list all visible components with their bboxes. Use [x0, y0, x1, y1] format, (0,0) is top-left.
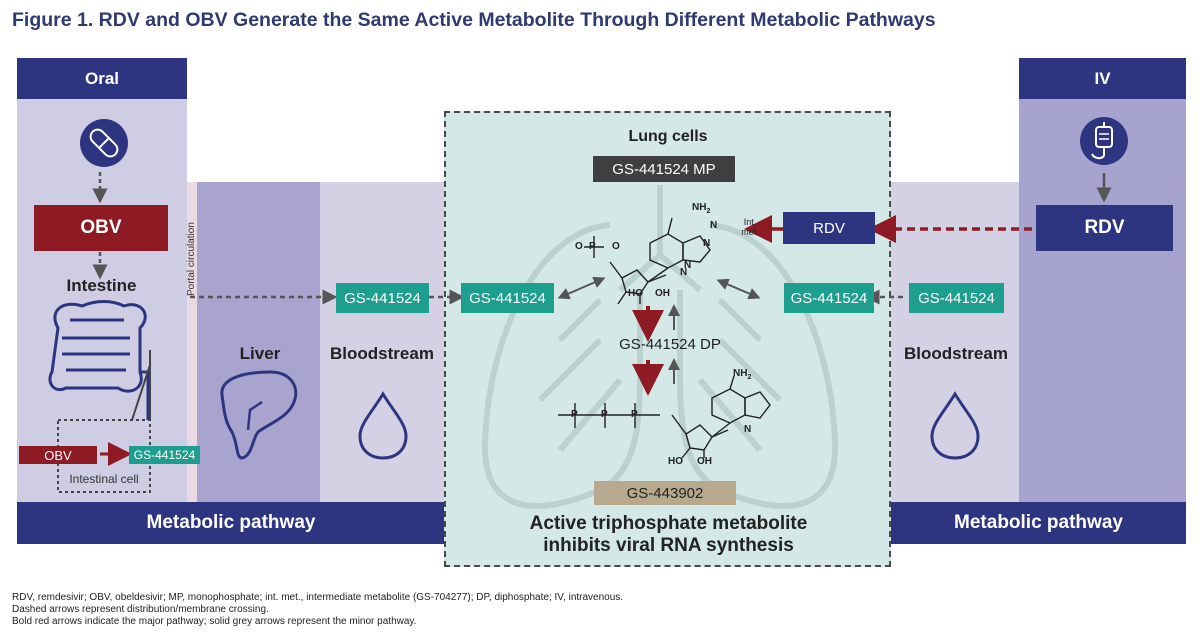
gs-441524-blood-right: GS-441524: [909, 283, 1004, 313]
oral-header: Oral: [17, 58, 187, 99]
active-metabolite-caption: Active triphosphate metabolite inhibits …: [470, 513, 867, 557]
portal-circulation-strip: [187, 182, 197, 502]
rdv-iv-box: RDV: [1036, 205, 1173, 251]
obv-cell-box: OBV: [19, 446, 97, 464]
intestine-label: Intestine: [66, 276, 137, 295]
oh-label-tp: OH: [697, 456, 712, 467]
blood-drop-icon: [358, 391, 408, 460]
n-label-mp-2: N: [703, 238, 711, 249]
nh2-label-mp: NH2: [692, 202, 711, 215]
gs-441524-mp-label: GS-441524 MP: [593, 156, 735, 182]
gs-443902-label: GS-443902: [594, 481, 736, 505]
mp-structure-icon: [584, 217, 711, 305]
caption-line2: inhibits viral RNA synthesis: [543, 535, 794, 556]
bloodstream-label-right: Bloodstream: [904, 344, 1008, 363]
footnote-abbreviations: RDV, remdesivir; OBV, obeldesivir; MP, m…: [12, 592, 624, 603]
liver-label: Liver: [239, 344, 281, 363]
p-label-tp-1: P: [571, 409, 578, 420]
left-metabolic-pathway-bar: Metabolic pathway: [17, 502, 445, 544]
p-label-mp: P: [589, 241, 596, 252]
n-label-mp-1: N: [710, 220, 718, 231]
lung-cells-title: Lung cells: [628, 128, 708, 145]
p-label-tp-3: P: [631, 409, 638, 420]
right-metabolic-pathway-bar: Metabolic pathway: [891, 502, 1186, 544]
gs-441524-cell-box: GS-441524: [129, 446, 200, 464]
liver-column: [197, 182, 320, 502]
rdv-lung-box: RDV: [783, 212, 875, 244]
p-label-tp-2: P: [601, 409, 608, 420]
gs-441524-lung-left: GS-441524: [461, 283, 554, 313]
ho-label-mp: HO: [628, 288, 643, 299]
o-label-mp: O: [612, 241, 620, 252]
gs-441524-dp-label: GS-441524 DP: [619, 336, 721, 353]
cn-label-tp: N: [744, 424, 752, 435]
int-met-line2: met.: [741, 227, 759, 237]
portal-circulation-label: Portal circulation: [186, 222, 198, 296]
blood-drop-icon-right: [930, 391, 980, 460]
iv-bag-icon: [1080, 117, 1128, 165]
cn-label-mp: N: [680, 267, 688, 278]
bloodstream-label-left: Bloodstream: [330, 344, 434, 363]
caption-line1: Active triphosphate metabolite: [529, 513, 808, 534]
intestine-icon: [48, 300, 150, 420]
gs-441524-lung-right: GS-441524: [784, 283, 874, 313]
int-met-label: Int. met.: [733, 217, 767, 237]
n-label-mp-3: N: [684, 260, 692, 271]
pill-icon: [80, 119, 128, 167]
ho-label-tp: HO: [668, 456, 683, 467]
obv-oral-box: OBV: [34, 205, 168, 251]
o-minus-label-mp: O: [575, 241, 583, 252]
intestinal-cell-label: Intestinal cell: [69, 472, 139, 486]
figure-title: Figure 1. RDV and OBV Generate the Same …: [12, 9, 936, 31]
tp-structure-icon: [558, 375, 771, 459]
footnote-arrow-key: Bold red arrows indicate the major pathw…: [12, 616, 417, 627]
lungs-outline-icon: [481, 185, 839, 509]
liver-icon: [220, 370, 298, 460]
oh-label-mp: OH: [655, 288, 670, 299]
gs-441524-blood-left: GS-441524: [336, 283, 429, 313]
int-met-line1: Int.: [743, 217, 757, 227]
footnote-dashed-arrows: Dashed arrows represent distribution/mem…: [12, 604, 269, 615]
right-pathway-band: [891, 182, 1019, 502]
iv-header: IV: [1019, 58, 1186, 99]
nh2-label-tp: NH2: [733, 368, 752, 381]
